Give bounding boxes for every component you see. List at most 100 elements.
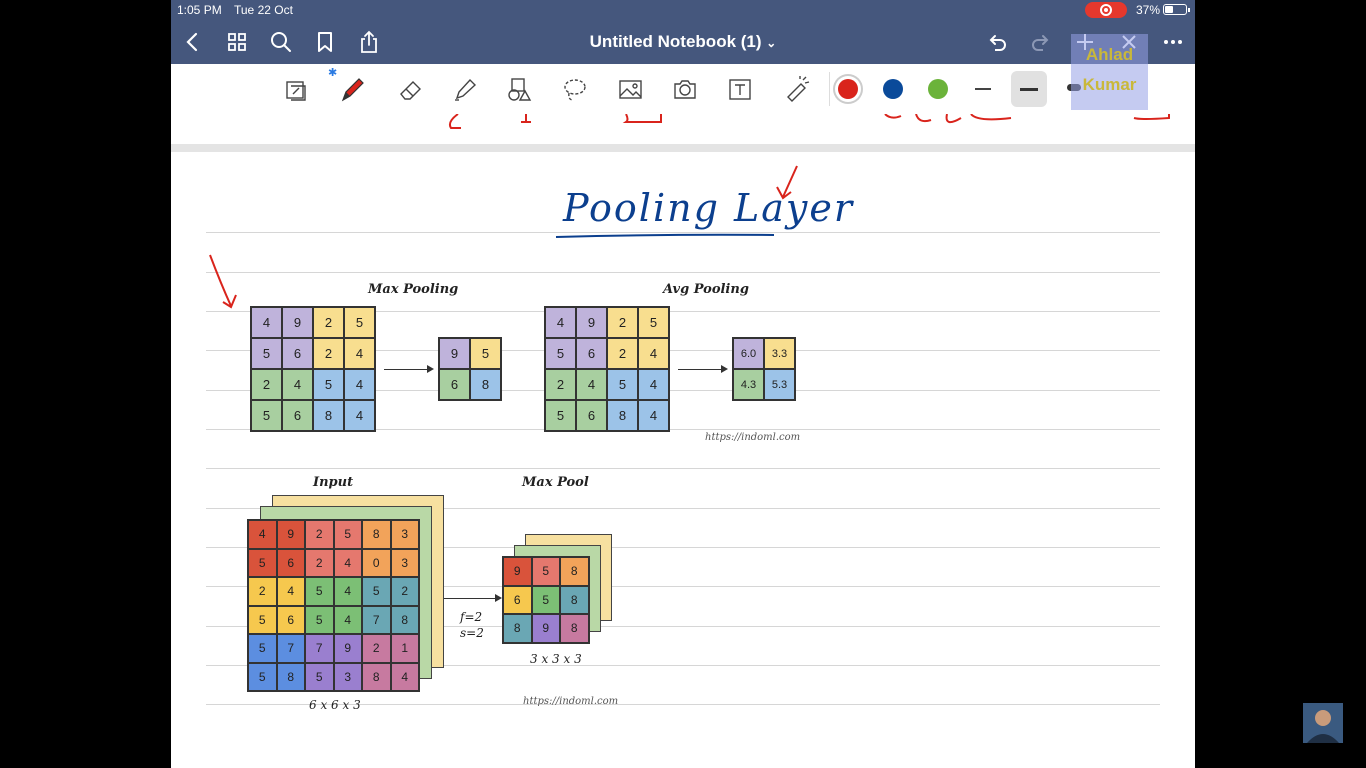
max-pooling-arrow — [384, 365, 434, 373]
watermark-line2: Kumar — [1082, 75, 1137, 94]
grid-cell: 4 — [638, 400, 669, 431]
shape-tool-icon[interactable] — [504, 74, 534, 104]
grid-cell: 7 — [362, 605, 391, 634]
page-rule — [206, 586, 1160, 587]
grid-cell: 8 — [390, 605, 419, 634]
grid-cell: 9 — [333, 634, 362, 663]
more-options-icon[interactable] — [1159, 28, 1187, 56]
camera-tool-icon[interactable] — [670, 74, 700, 104]
color-swatch-blue[interactable] — [883, 79, 903, 99]
grid-cell: 9 — [282, 307, 313, 338]
grid-cell: 6 — [576, 400, 607, 431]
medium-stroke-option[interactable] — [1011, 71, 1047, 107]
grid-cell: 4 — [248, 520, 277, 549]
medium-stroke-line — [1020, 88, 1038, 91]
watermark-line1: Ahlad — [1085, 45, 1134, 64]
grid-cell: 2 — [390, 577, 419, 606]
screen-record-icon[interactable] — [1085, 2, 1127, 18]
grid-cell: 5 — [531, 585, 560, 614]
grid-cell: 5 — [248, 548, 277, 577]
image-tool-icon[interactable] — [615, 74, 645, 104]
text-tool-icon[interactable] — [725, 74, 755, 104]
grid-cell: 3 — [390, 520, 419, 549]
ipad-screen: 1:05 PM Tue 22 Oct 37% Untitled Notebook… — [171, 0, 1195, 768]
color-swatch-red[interactable] — [838, 79, 858, 99]
undo-icon[interactable] — [983, 28, 1011, 56]
redo-icon[interactable] — [1027, 28, 1055, 56]
grid-cell: 4 — [282, 369, 313, 400]
laser-pointer-icon[interactable] — [781, 74, 811, 104]
grid-cell: 7 — [305, 634, 334, 663]
grid-cell: 2 — [607, 307, 638, 338]
avg-pooling-title: Avg Pooling — [663, 282, 749, 297]
grid-view-icon[interactable] — [223, 28, 251, 56]
grid-cell: 5 — [251, 338, 282, 369]
grid-cell: 8 — [276, 662, 305, 691]
status-date: Tue 22 Oct — [234, 3, 293, 17]
bluetooth-icon: ✱ — [328, 67, 338, 79]
grid-cell: 5 — [305, 662, 334, 691]
grid-cell: 9 — [531, 614, 560, 643]
grid-cell: 0 — [362, 548, 391, 577]
handwritten-title: Pooling Layer — [563, 186, 854, 230]
page-rule — [206, 350, 1160, 351]
grid-cell: 3 — [390, 548, 419, 577]
grid-cell: 2 — [305, 520, 334, 549]
volume-output-title: Max Pool — [522, 475, 589, 490]
grid-cell: 4 — [638, 369, 669, 400]
read-only-mode-icon[interactable] — [281, 74, 311, 104]
grid-cell: 5 — [638, 307, 669, 338]
grid-cell: 9 — [576, 307, 607, 338]
grid-cell: 6 — [439, 369, 470, 400]
battery-icon — [1163, 4, 1190, 15]
back-icon[interactable] — [179, 28, 207, 56]
eraser-tool-icon[interactable] — [395, 74, 425, 104]
volume-arrow — [444, 594, 502, 602]
grid-cell: 2 — [362, 634, 391, 663]
grid-cell: 1 — [390, 634, 419, 663]
source-url: https://indoml.com — [705, 432, 801, 443]
grid-cell: 5 — [362, 577, 391, 606]
share-icon[interactable] — [355, 28, 383, 56]
grid-cell: 8 — [362, 662, 391, 691]
page-rule — [206, 429, 1160, 430]
grid-cell: 5 — [248, 662, 277, 691]
grid-cell: 2 — [545, 369, 576, 400]
grid-cell: 8 — [362, 520, 391, 549]
lasso-tool-icon[interactable] — [560, 74, 590, 104]
grid-cell: 3 — [333, 662, 362, 691]
top-bar: 1:05 PM Tue 22 Oct 37% Untitled Notebook… — [171, 0, 1195, 64]
grid-cell: 5 — [470, 338, 501, 369]
page-separator — [171, 144, 1195, 152]
grid-cell: 5 — [248, 634, 277, 663]
grid-cell: 8 — [470, 369, 501, 400]
grid-cell: 8 — [313, 400, 344, 431]
grid-cell: 3.3 — [764, 338, 795, 369]
handwriting-ink-strokes — [209, 165, 798, 309]
grid-cell: 2 — [607, 338, 638, 369]
page-rule — [206, 665, 1160, 666]
page-rule — [206, 272, 1160, 273]
previous-page-red-ink — [448, 114, 1170, 129]
grid-cell: 6 — [503, 585, 532, 614]
grid-cell: 4 — [344, 338, 375, 369]
bookmark-icon[interactable] — [311, 28, 339, 56]
grid-cell: 5 — [305, 605, 334, 634]
title-chevron-icon: ⌄ — [766, 36, 777, 50]
grid-cell: 5 — [531, 557, 560, 586]
grid-cell: 5 — [545, 338, 576, 369]
highlighter-tool-icon[interactable] — [449, 74, 479, 104]
search-icon[interactable] — [267, 28, 295, 56]
color-swatch-green[interactable] — [928, 79, 948, 99]
pen-tool-icon[interactable] — [337, 74, 367, 104]
grid-cell: 2 — [313, 307, 344, 338]
grid-cell: 5 — [248, 605, 277, 634]
page-rule — [206, 311, 1160, 312]
thin-stroke-option[interactable] — [975, 88, 991, 90]
grid-cell: 8 — [560, 585, 589, 614]
notebook-title[interactable]: Untitled Notebook (1) ⌄ — [171, 32, 1195, 52]
